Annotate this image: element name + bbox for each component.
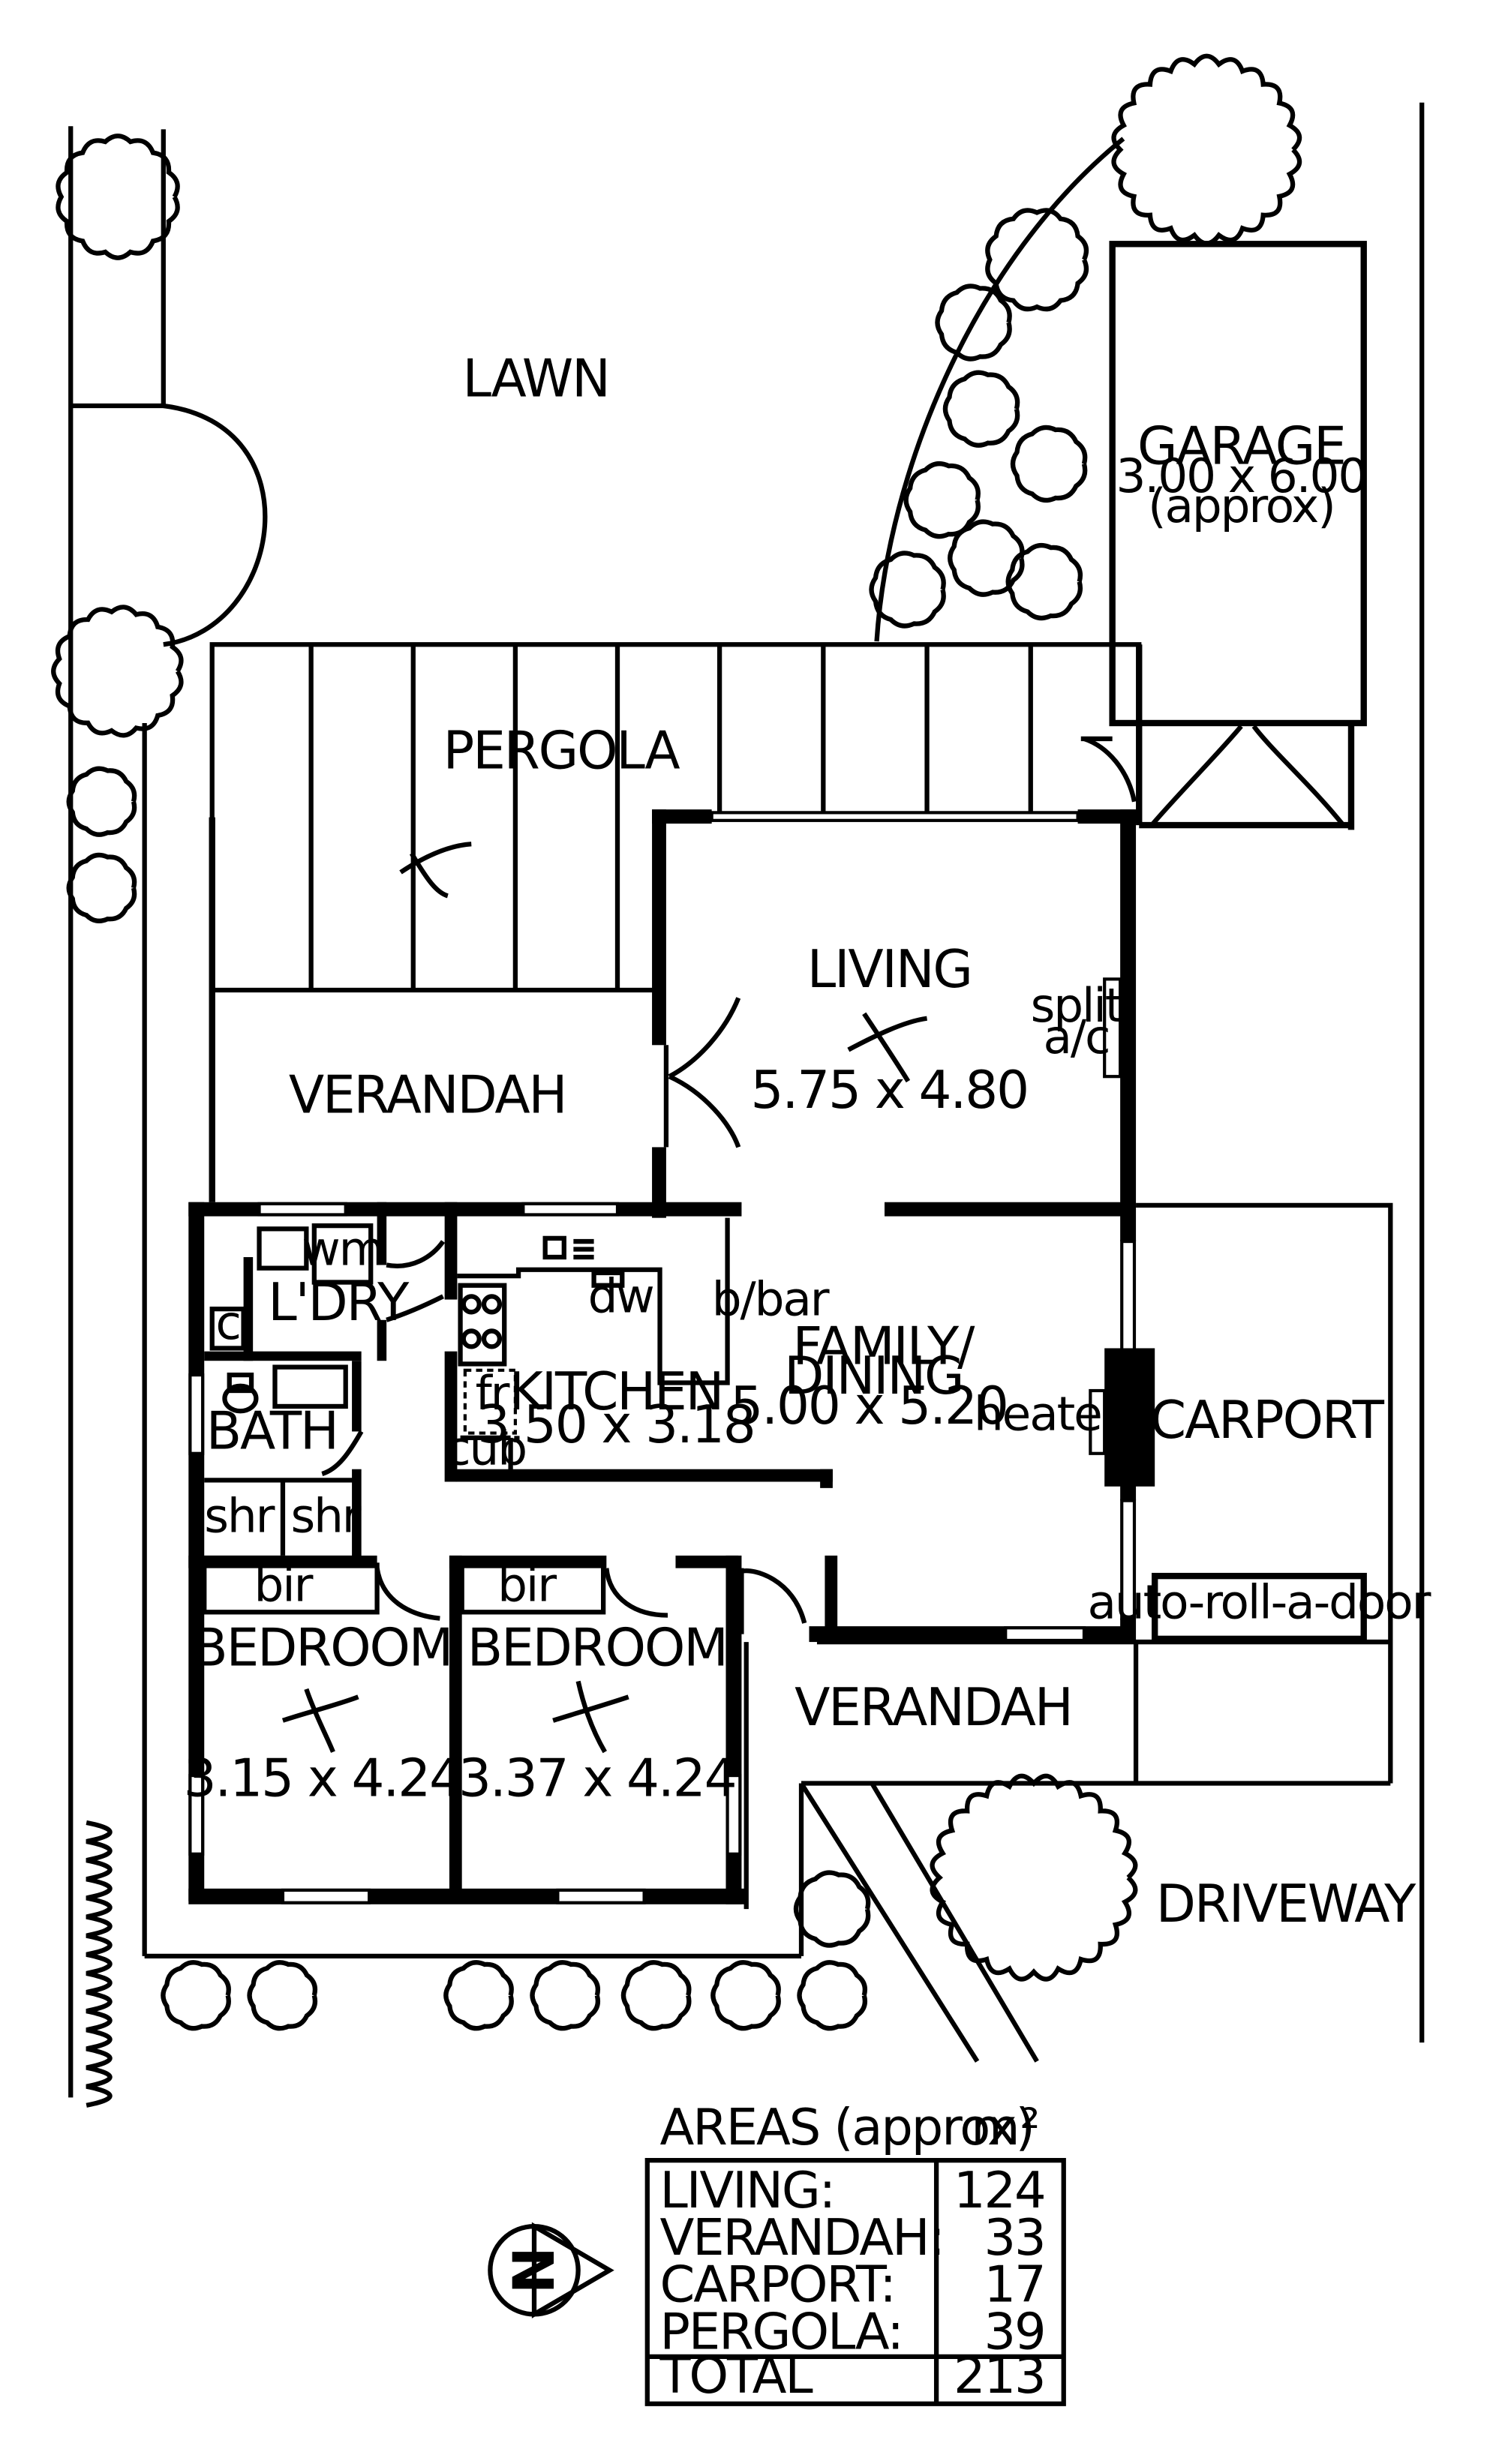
pergola-label: PERGOLA [443,722,680,782]
tree-icon [942,370,1020,448]
family-label-2: DINING [784,1346,963,1406]
carport-label: CARPORT [1150,1391,1385,1451]
tree-icon [247,1960,318,2031]
tree-icon [869,551,946,629]
kitchen-label: KITCHEN [509,1362,723,1422]
tree-icon [930,1773,1138,1982]
dishwasher-label: dw [588,1268,653,1323]
split-ac-label-2: a/c [1044,1010,1110,1064]
family-label-1: FAMILY/ [793,1316,976,1376]
cupboard-label: c [215,1295,239,1350]
lawn-label: LAWN [463,349,609,409]
robe-label-1: bir [254,1558,314,1613]
bedroom2-label: BEDROOM [467,1618,727,1678]
north-arrow-icon: N [488,2222,614,2318]
tree-icon [1010,425,1088,503]
tree-icon [51,605,184,738]
tree-icon [1111,53,1302,246]
hedge-icon [86,1820,113,2108]
cub-label: cub [445,1421,526,1475]
areas-unit: m² [971,2098,1040,2156]
washing-machine-label: wm [302,1221,383,1276]
garage-note: (approx) [1148,479,1335,533]
areas-total-label: TOTAL [659,2346,813,2405]
bath-label: BATH [206,1401,338,1461]
shower-label-1: shr [204,1488,275,1543]
areas-row-label: LIVING: [660,2161,835,2219]
tree-icon [443,1960,514,2031]
driveway-label: DRIVEWAY [1156,1874,1416,1934]
site-boundaries [68,102,1425,2098]
areas-row-value: 17 [984,2255,1045,2314]
tree-icon [56,134,180,260]
carport [743,1202,1393,1910]
verandah-top-label: VERANDAH [289,1065,566,1125]
family-size: 5.00 x 5.20 [730,1376,1007,1436]
tree-icon [948,519,1025,597]
split-ac-label-1: split [1031,978,1123,1033]
kitchen-size: 3.50 x 3.18 [477,1395,754,1455]
areas-row-value: 124 [954,2161,1045,2219]
tree-icon [985,208,1089,312]
living-label: LIVING [807,940,972,1000]
laundry-label: L'DRY [268,1273,410,1333]
bedroom2-size: 3.37 x 4.24 [458,1748,735,1808]
auto-door-label: auto-roll-a-door [1087,1575,1431,1630]
shower-label-2: shr [290,1488,361,1543]
heater-label: heater [974,1386,1121,1441]
tree-icon [161,1960,231,2031]
breakfast-bar-label: b/bar [712,1271,830,1326]
bedroom1-label: BEDROOM [192,1618,452,1678]
fixtures [202,842,927,1754]
tree-icon [620,1960,692,2031]
tree-icon [793,1870,871,1948]
north-label: N [501,2246,567,2294]
doors [321,997,807,1634]
verandah-bottom-label: VERANDAH [795,1678,1072,1738]
garage-size: 3.00 x 6.00 [1116,449,1366,503]
pergola: PERGOLA [209,642,1142,991]
tree-icon [66,852,137,923]
tree-icon [66,766,137,837]
tree-icon [1005,542,1083,621]
driveway [798,1781,1039,2063]
tree-icons [51,53,1302,2108]
tree-icon [710,1960,781,2031]
areas-total-value: 213 [954,2346,1045,2405]
areas-row-value: 33 [984,2208,1045,2267]
fridge-label: fr [476,1366,510,1421]
tree-icon [935,284,1012,362]
garage: GARAGE 3.00 x 6.00 (approx) [1080,241,1368,830]
verandah-top: VERANDAH [209,817,660,1202]
tree-icon [903,461,981,539]
areas-row-label: VERANDAH: [660,2208,944,2267]
living-size: 5.75 x 4.80 [751,1061,1028,1121]
tree-icon [530,1960,601,2031]
areas-row-label: CARPORT: [660,2255,895,2314]
areas-row-label: PERGOLA: [660,2302,903,2360]
areas-title: AREAS (approx) [660,2098,1034,2156]
room-labels: LAWN LIVING 5.75 x 4.80 split a/c wm L'D… [184,349,1433,1934]
garage-label: GARAGE [1137,416,1345,476]
bedroom1-size: 3.15 x 4.24 [184,1748,461,1808]
robe-label-2: bir [497,1558,557,1613]
house-walls [188,809,1155,1904]
tree-icon [797,1960,868,2031]
areas-row-value: 39 [984,2302,1045,2360]
